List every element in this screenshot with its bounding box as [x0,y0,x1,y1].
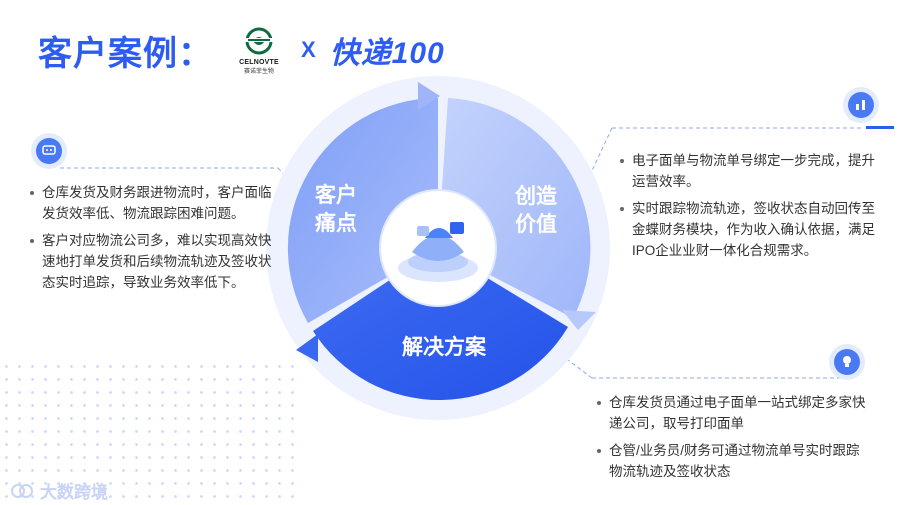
list-item: 客户对应物流公司多，难以实现高效快速地打单发货和后续物流轨迹及签收状态实时追踪，… [30,230,280,293]
value-list: 电子面单与物流单号绑定一步完成，提升运营效率。 实时跟踪物流轨迹，签收状态自动回… [620,150,875,261]
celnovte-logo-icon [245,27,273,54]
accent-bar [866,126,894,129]
list-item: 仓库发货及财务跟进物流时，客户面临发货效率低、物流跟踪困难问题。 [30,182,280,224]
list-item: 仓管/业务员/财务可通过物流单号实时跟踪物流轨迹及签收状态 [597,440,867,482]
page-title: 客户案例： [38,34,213,73]
solution-list: 仓库发货员通过电子面单一站式绑定多家快递公司，取号打印面单 仓管/业务员/财务可… [597,392,867,482]
solution-badge [834,349,860,375]
segment-solution [313,248,568,401]
label-pain-points: 客户 痛点 [306,182,366,238]
center-illustration-icon [398,222,478,282]
arrow-head-right [562,310,596,330]
celnovte-logo: CELNOVTE 赛诺菲生物 [233,26,285,75]
arrow-head-top [418,82,440,110]
label-value: 创造 价值 [506,183,566,239]
label-solution: 解决方案 [402,336,486,359]
lightbulb-icon [843,356,851,367]
dot-pattern-decoration [0,360,300,505]
celnovte-logo-text: CELNOVTE [239,58,279,66]
watermark-logo-icon [11,483,33,498]
page-header: 客户案例： CELNOVTE 赛诺菲生物 X 快递100 [38,22,445,78]
label-value-text: 创造 价值 [515,185,557,236]
kuaidi100-logo: 快递100 [329,37,445,70]
label-pain-points-text: 客户 痛点 [315,184,357,235]
arrow-head-bottom-left [296,334,318,362]
value-panel: 电子面单与物流单号绑定一步完成，提升运营效率。 实时跟踪物流轨迹，签收状态自动回… [620,150,875,267]
pain-points-panel: 仓库发货及财务跟进物流时，客户面临发货效率低、物流跟踪困难问题。 客户对应物流公… [30,182,280,299]
pain-points-list: 仓库发货及财务跟进物流时，客户面临发货效率低、物流跟踪困难问题。 客户对应物流公… [30,182,280,293]
list-item: 实时跟踪物流轨迹，签收状态自动回传至金蝶财务模块，作为收入确认依据，满足IPO企… [620,198,875,261]
watermark: 大数跨境 [10,478,108,503]
solution-panel: 仓库发货员通过电子面单一站式绑定多家快递公司，取号打印面单 仓管/业务员/财务可… [597,392,867,488]
celnovte-logo-subtext: 赛诺菲生物 [243,68,274,75]
list-item: 仓库发货员通过电子面单一站式绑定多家快递公司，取号打印面单 [597,392,867,434]
chat-icon [42,145,56,155]
watermark-text: 大数跨境 [40,483,108,502]
times-symbol: X [301,37,316,62]
list-item: 电子面单与物流单号绑定一步完成，提升运营效率。 [620,150,875,192]
value-badge [848,92,874,118]
pain-points-badge [36,138,62,164]
bar-chart-icon [856,100,865,110]
